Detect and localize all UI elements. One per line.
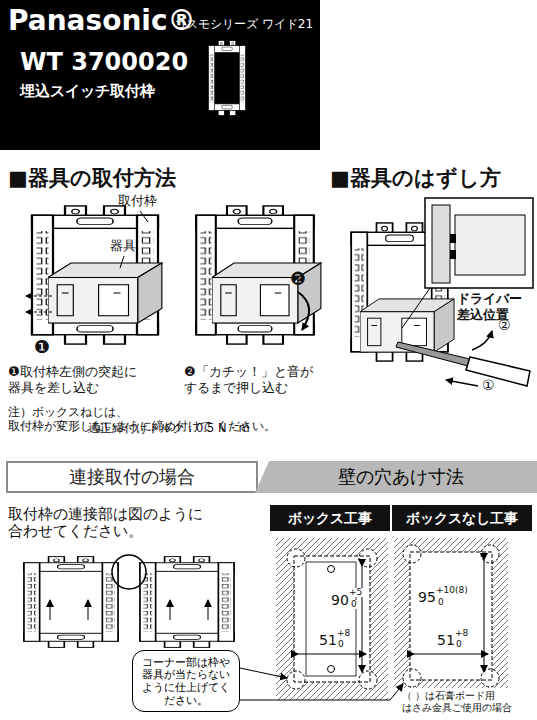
label: （ ）は石膏ボード用 はさみ金具ご使用の場合 bbox=[402, 690, 514, 714]
node-band2: 壁の穴あけ寸法 bbox=[255, 461, 537, 493]
label: ❶取付枠左側の突起に 器具を差し込む bbox=[8, 364, 158, 395]
nobox-cutout bbox=[394, 538, 508, 688]
dimension: 90 bbox=[330, 593, 350, 607]
dimension: 0 bbox=[437, 598, 445, 607]
node-text: 埋込スイッチ取付枠 bbox=[20, 82, 155, 100]
label: ■器具のはずし方 bbox=[330, 166, 501, 191]
dimension: +8 bbox=[336, 629, 351, 638]
node-band1: 連接取付の場合 bbox=[6, 461, 258, 493]
node-text: Panasonic® bbox=[8, 4, 196, 38]
node-text: コスモシリーズ ワイド21 bbox=[174, 17, 313, 31]
label: 適正締付けトルク：0.5 N・m bbox=[88, 422, 250, 436]
dimension: 0 bbox=[350, 600, 358, 609]
dimension: 0 bbox=[337, 640, 345, 649]
node-header: Panasonic®コスモシリーズ ワイド21 WT 3700020 埋込スイッチ取… bbox=[0, 0, 320, 150]
node-text: ボックス工事 bbox=[288, 510, 372, 527]
dimension: 51 bbox=[436, 633, 456, 647]
node-black: ボックス工事 bbox=[270, 505, 390, 531]
box-cutout bbox=[276, 538, 388, 700]
label: ② bbox=[498, 317, 511, 334]
dimension: +8 bbox=[454, 629, 469, 638]
dimension: 95 bbox=[417, 590, 437, 604]
node-text: ボックスなし工事 bbox=[406, 510, 518, 527]
label: 取付枠 bbox=[118, 193, 157, 209]
dimension: +5 bbox=[348, 588, 363, 597]
label: ❷「カチッ！」と音が するまで押し込む bbox=[184, 364, 324, 395]
label: 器具 bbox=[110, 238, 136, 254]
dimension: 51 bbox=[318, 633, 338, 647]
frame-icon bbox=[205, 40, 249, 116]
node-bubble: コーナー部は枠や 器具が当たらない ように仕上げてく ださい。 bbox=[132, 650, 240, 712]
callout-leaders bbox=[240, 668, 403, 700]
node-text: 壁の穴あけ寸法 bbox=[328, 466, 464, 488]
install-step2 bbox=[196, 206, 321, 344]
label: ❶ bbox=[34, 336, 50, 358]
label: ① bbox=[482, 377, 495, 394]
label: ドライバー 差込位置 bbox=[457, 291, 529, 322]
label: ❷ bbox=[290, 268, 306, 290]
label: 取付枠の連接部は図のように 合わせてください。 bbox=[8, 506, 213, 541]
joined-frames bbox=[24, 555, 234, 647]
node-text: コーナー部は枠や 器具が当たらない ように仕上げてく ださい。 bbox=[140, 656, 232, 706]
node-black: ボックスなし工事 bbox=[392, 505, 532, 531]
removal-figure bbox=[351, 198, 533, 386]
node-text: 連接取付の場合 bbox=[69, 466, 195, 488]
install-step1 bbox=[26, 206, 162, 344]
dimension: 0 bbox=[455, 640, 463, 649]
node-text: WT 3700020 bbox=[20, 48, 188, 77]
label: ■器具の取付方法 bbox=[8, 166, 176, 191]
dimension: +10(8) bbox=[435, 586, 469, 595]
